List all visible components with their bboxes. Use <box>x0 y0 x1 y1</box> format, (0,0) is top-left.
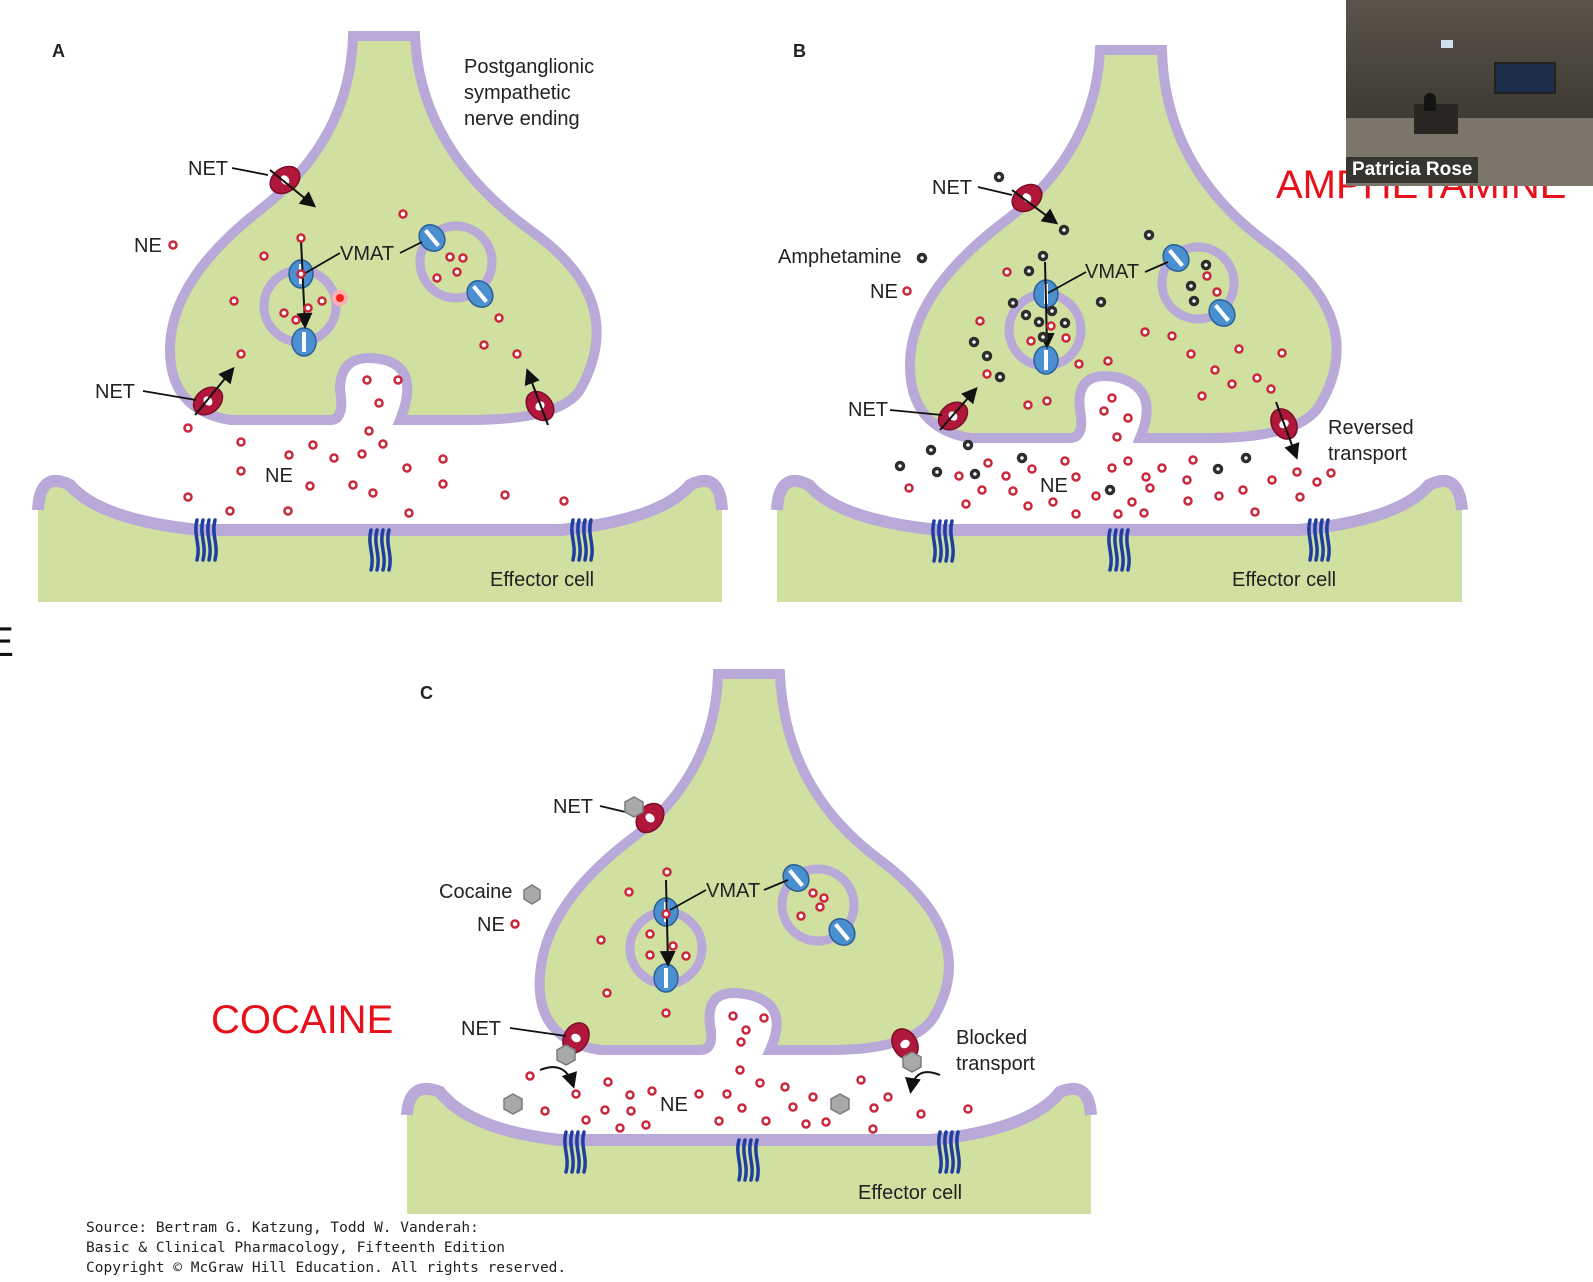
panel-b-net-bottom-label: NET <box>848 399 888 421</box>
panel-a-leader-vmat-left <box>301 252 341 276</box>
panel-a-leader-net-top <box>231 167 269 176</box>
panel-a-vmat-icon-2 <box>291 327 317 357</box>
left-edge-glyph: E <box>0 618 14 665</box>
panel-a-effector-cell <box>38 480 722 602</box>
panel-b-amphetamine-dots <box>894 171 1252 496</box>
panel-b-arrow-reversed <box>1275 401 1300 460</box>
panel-a-arrow-net-right <box>524 368 549 426</box>
participant-video-tile[interactable]: Patricia Rose <box>1346 0 1593 186</box>
panel-b-amphetamine-legend-label: Amphetamine <box>778 246 901 268</box>
panel-a-ne-legend-label: NE <box>134 235 162 257</box>
source-citation: Source: Bertram G. Katzung, Todd W. Vand… <box>86 1218 566 1278</box>
panel-b-arrow-net-bottom <box>939 386 978 431</box>
panel-a-leader-vmat-right <box>399 241 423 254</box>
panel-b-reversed-line-2: transport <box>1328 443 1407 465</box>
panel-c-effector-label: Effector cell <box>858 1182 962 1204</box>
panel-c-leader-vmat-right <box>763 879 789 891</box>
panel-c-ne-legend-label: NE <box>477 914 505 936</box>
panel-b-leader-vmat-left <box>1047 271 1087 294</box>
panel-c-cocaine-legend-label: Cocaine <box>439 881 512 903</box>
panel-a-effector-label: Effector cell <box>490 569 594 591</box>
panel-a-caption-line-2: sympathetic <box>464 82 571 104</box>
panel-c-arrow-blocked-right <box>905 1071 941 1094</box>
video-room-light <box>1441 40 1453 48</box>
panel-c-leader-vmat-left <box>669 889 707 911</box>
source-line-3: Copyright © McGraw Hill Education. All r… <box>86 1260 567 1276</box>
video-podium <box>1414 104 1458 134</box>
panel-a-caption-line-1: Postganglionic <box>464 56 594 78</box>
panel-b-effector-label: Effector cell <box>1232 569 1336 591</box>
panel-c-cocaine-shapes <box>503 796 922 1115</box>
panel-c-arrow-blocked-left <box>539 1066 577 1089</box>
panel-c-vmat-label: VMAT <box>706 880 760 902</box>
panel-a-effector-membrane <box>32 474 728 536</box>
panel-c-ne-cleft-label: NE <box>660 1094 688 1116</box>
panel-b-arrow-vmat <box>1038 261 1055 349</box>
panel-c: C NET Cocaine NE VMAT NET Blocked transp… <box>401 669 1097 1214</box>
panel-b: B NET Amphetamine NE VMAT NET NE Reverse… <box>771 40 1468 602</box>
panel-a-ne-cleft-label: NE <box>265 465 293 487</box>
panel-b-leader-vmat-right <box>1144 261 1169 273</box>
panel-c-effector-membrane <box>401 1082 1097 1146</box>
source-line-1: Source: Bertram G. Katzung, Todd W. Vand… <box>86 1220 479 1236</box>
panel-b-net-top-label: NET <box>932 177 972 199</box>
panel-c-net-bottom-label: NET <box>461 1018 501 1040</box>
panel-a-pointer-highlight <box>332 290 348 306</box>
panel-a-arrow-net-bottom <box>194 366 235 416</box>
cocaine-annotation: COCAINE <box>211 998 393 1042</box>
panel-b-leader-net-bottom <box>889 409 943 416</box>
panel-c-vmat-icon-2 <box>653 963 679 993</box>
panel-c-net-top-label: NET <box>553 796 593 818</box>
panel-c-blocked-line-1: Blocked <box>956 1027 1027 1049</box>
panel-b-arrow-net-top <box>1011 189 1059 225</box>
source-line-2: Basic & Clinical Pharmacology, Fifteenth… <box>86 1240 506 1256</box>
panel-a-caption-line-3: nerve ending <box>464 108 580 130</box>
panel-b-leader-net-top <box>977 186 1013 196</box>
panel-b-ne-legend-label: NE <box>870 281 898 303</box>
panel-b-effector-membrane <box>771 474 1468 536</box>
panel-b-vmat-icon-2 <box>1033 345 1059 375</box>
panel-c-letter: C <box>420 683 433 703</box>
video-presenter-figure <box>1424 93 1436 111</box>
panel-a-vmat-label: VMAT <box>340 243 394 265</box>
panel-b-letter: B <box>793 41 806 61</box>
panel-a-letter: A <box>52 41 65 61</box>
panel-a-arrow-net-top <box>269 169 317 208</box>
panel-c-blocked-line-2: transport <box>956 1053 1035 1075</box>
video-room-monitor <box>1494 62 1556 94</box>
participant-name-tag: Patricia Rose <box>1346 157 1479 183</box>
panel-a-net-bottom-label: NET <box>95 381 135 403</box>
video-background-wall <box>1346 0 1593 120</box>
panel-a: A Postganglionic sympathetic nerve endin… <box>32 31 728 602</box>
panel-c-leader-net-bottom <box>509 1027 567 1037</box>
panel-c-ne-dots <box>510 867 973 1134</box>
panel-c-arrow-vmat <box>659 879 676 967</box>
panel-b-vmat-label: VMAT <box>1085 261 1139 283</box>
panel-a-leader-net-bottom <box>142 390 197 401</box>
panel-a-net-top-label: NET <box>188 158 228 180</box>
panel-a-ne-dots <box>168 209 569 518</box>
panel-b-ne-cleft-label: NE <box>1040 475 1068 497</box>
panel-b-ne-dots <box>902 267 1336 519</box>
panel-b-reversed-line-1: Reversed <box>1328 417 1414 439</box>
